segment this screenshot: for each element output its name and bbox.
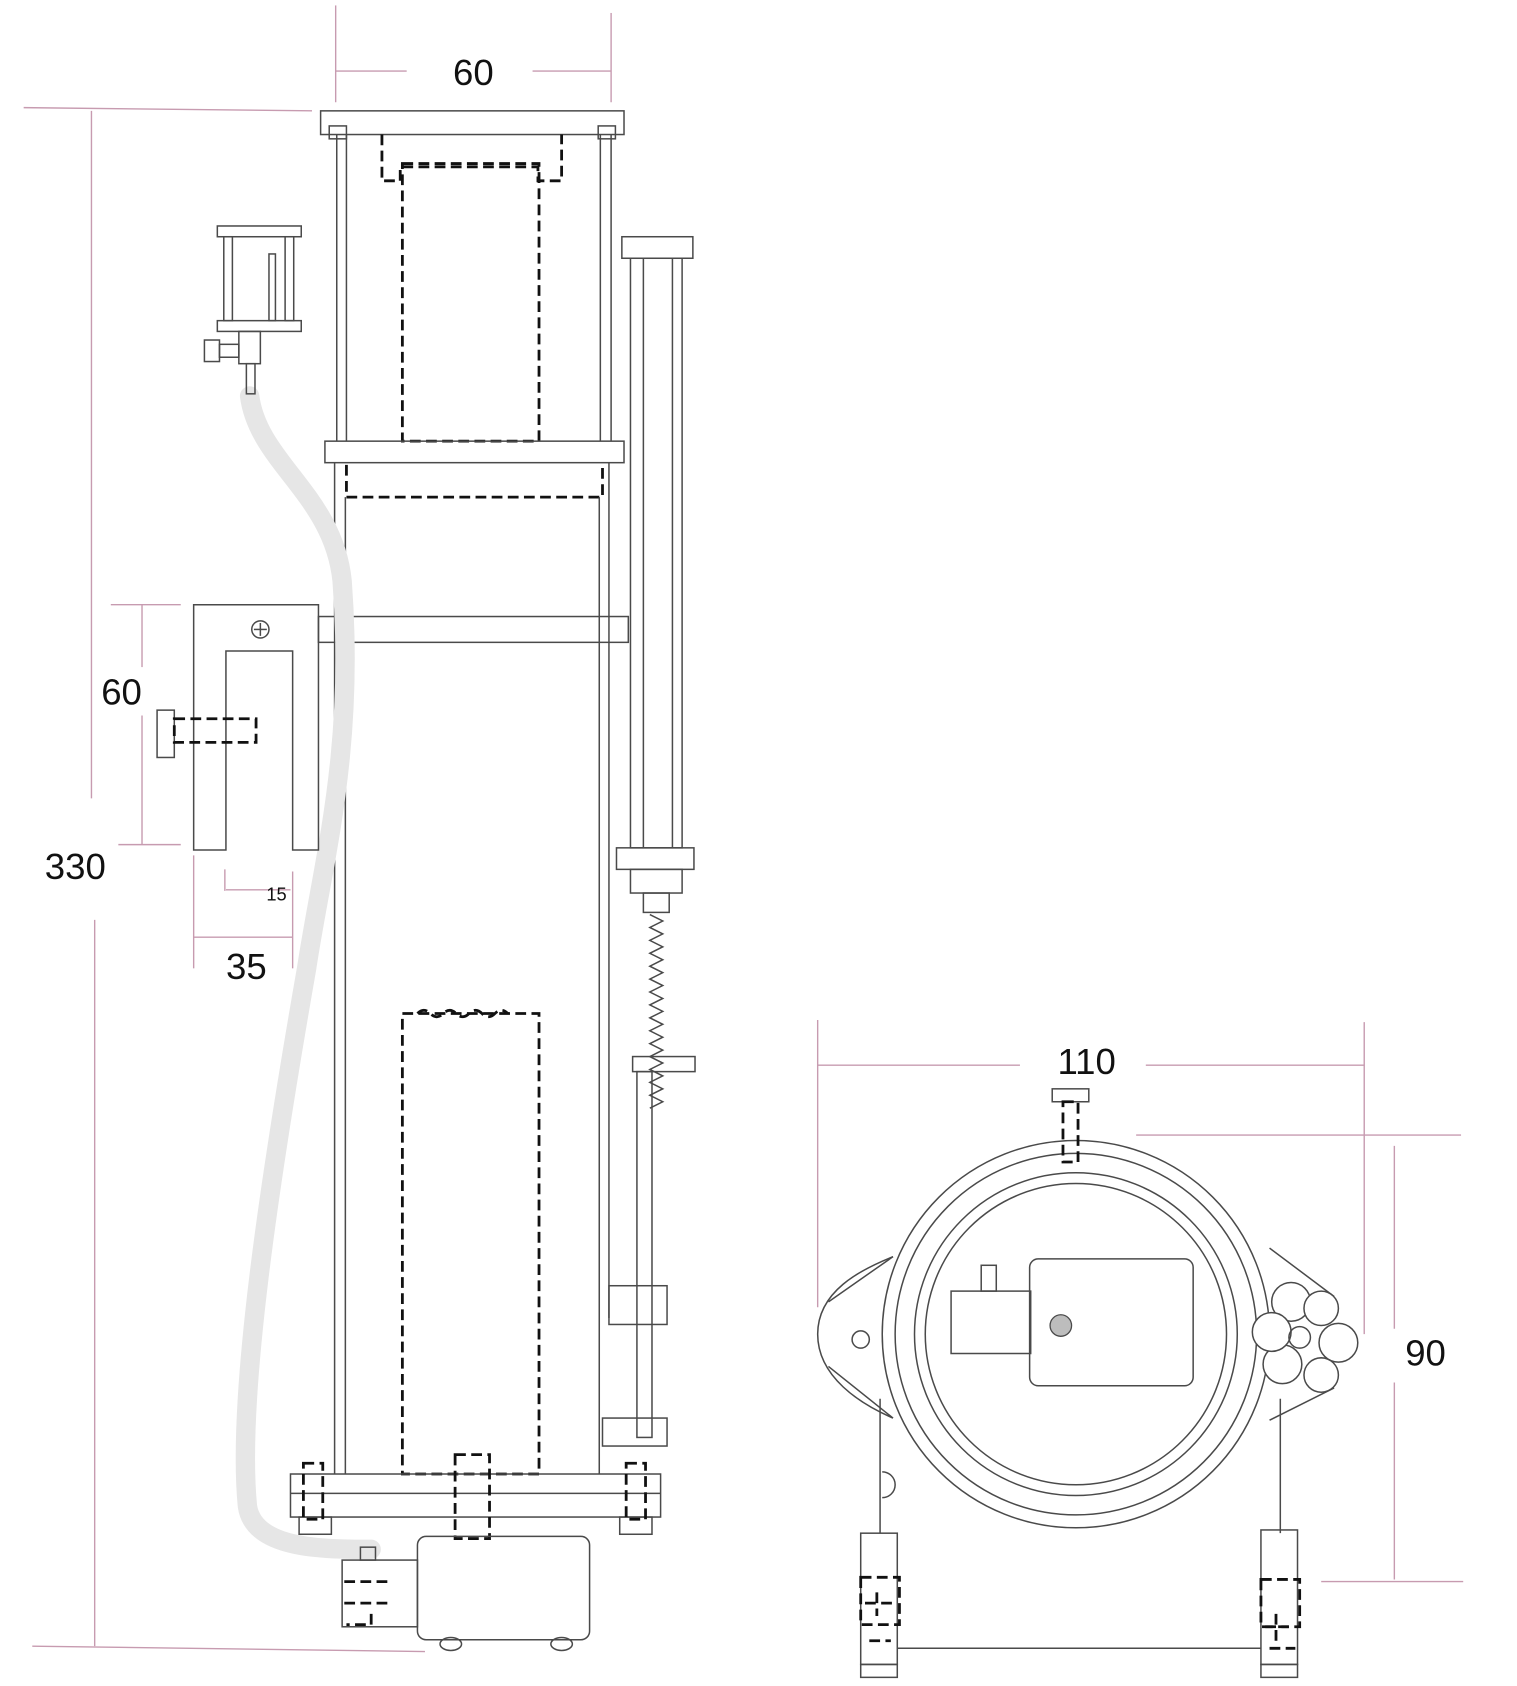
flow-knob: [1251, 1281, 1359, 1393]
dimension-top-width: 60: [453, 52, 494, 93]
mounting-bracket: [156, 603, 320, 851]
dimension-bracket-depth: 35: [226, 946, 267, 987]
dimension-lines: [23, 5, 1464, 1653]
adjuster-rod: [601, 235, 696, 1447]
screw-icon: [251, 620, 270, 639]
dimension-bracket-height: 60: [101, 672, 142, 713]
dimension-total-height: 330: [45, 846, 106, 887]
pump: [341, 1535, 591, 1652]
skimmer-top-view: [816, 1088, 1359, 1679]
dimension-base-width: 110: [1057, 1041, 1115, 1082]
air-intake: [203, 225, 381, 1560]
dimension-base-height: 90: [1405, 1332, 1446, 1373]
air-tube: [235, 386, 381, 1560]
dimension-bracket-gap: 15: [266, 884, 286, 905]
skimmer-side-view: [289, 110, 662, 1540]
